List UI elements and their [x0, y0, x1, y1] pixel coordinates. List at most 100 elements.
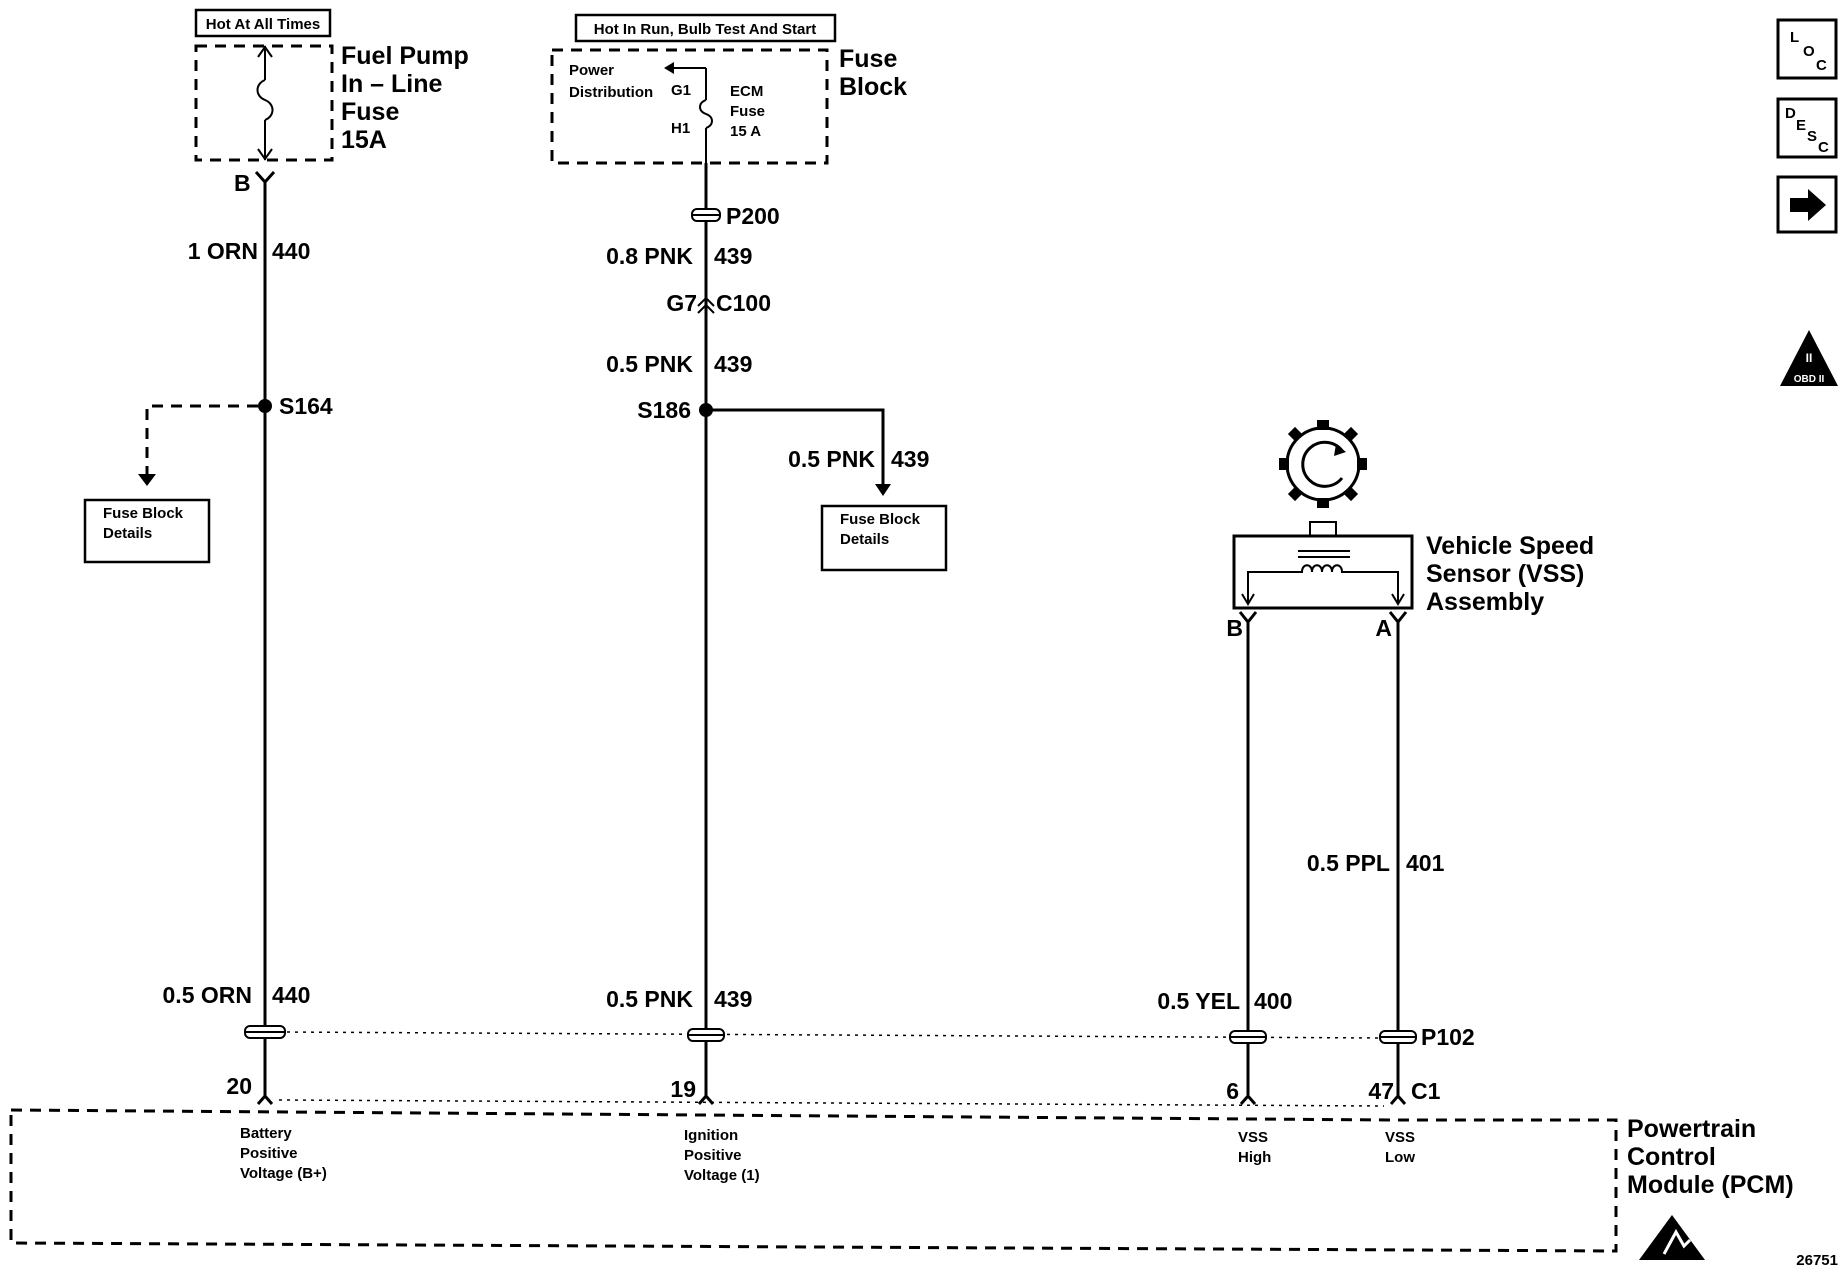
- connector-p102-pin-440: [244, 1025, 286, 1039]
- pcm-terminal-6: [1239, 1093, 1257, 1105]
- connector-p102-label: P102: [1421, 1024, 1475, 1050]
- fuse-block-details-left: [83, 498, 211, 564]
- s164-branch-arrow: [138, 474, 156, 486]
- pcm-name-3: Module (PCM): [1627, 1171, 1794, 1199]
- vss-name-2: Sensor (VSS): [1426, 560, 1584, 588]
- rotating-gear-icon: [1279, 420, 1367, 508]
- connector-p102-pin-401: [1379, 1030, 1417, 1044]
- vss-name-1: Vehicle Speed: [1426, 532, 1594, 560]
- wire-439-branch-color: 0.5 PNK: [788, 446, 875, 472]
- pcm-pin-20-number: 20: [226, 1073, 252, 1099]
- wire-440-top-circuit: 440: [272, 238, 310, 264]
- wire-439-bottom-color: 0.5 PNK: [606, 986, 693, 1012]
- connector-c100-icon: [697, 296, 715, 314]
- pcm-pin-47-number: 47: [1368, 1078, 1394, 1104]
- pcm-terminal-19: [697, 1093, 715, 1105]
- pcm-name-2: Control: [1627, 1143, 1716, 1171]
- esd-warning-icon: [1639, 1215, 1705, 1260]
- pcm-pin-47-label-1: VSS: [1385, 1129, 1415, 1146]
- wire-440-top-color: 1 ORN: [188, 238, 258, 264]
- pcm-terminal-20: [256, 1093, 274, 1105]
- pcm-pin-47-label-2: Low: [1385, 1149, 1415, 1166]
- fuel-pump-fuse-name-4: 15A: [341, 126, 387, 154]
- vss-shaft: [1309, 521, 1337, 537]
- pin-b-connector: [254, 170, 276, 185]
- vss-name-3: Assembly: [1426, 588, 1544, 616]
- connector-p200-label: P200: [726, 203, 780, 229]
- arrow-right-icon[interactable]: [1776, 175, 1838, 234]
- vss-housing: [1232, 534, 1414, 610]
- obd-ii-roman: II: [1806, 351, 1813, 365]
- fuel-pump-fuse-header-box: [194, 8, 332, 38]
- fuse-block-details-right-1: Fuse Block: [840, 511, 921, 528]
- ecm-fuse-label-2: Fuse: [730, 103, 765, 120]
- fuel-pump-fuse-name-2: In – Line: [341, 70, 443, 98]
- fuel-pump-fuse-name-1: Fuel Pump: [341, 42, 469, 70]
- fuse-block-details-right-2: Details: [840, 531, 889, 548]
- pcm-pin-19-label-3: Voltage (1): [684, 1167, 760, 1184]
- pcm-box: [9, 1108, 1618, 1253]
- splice-s164-label: S164: [279, 393, 333, 419]
- fuel-pump-fuse-pin: B: [234, 170, 251, 196]
- desc-icon[interactable]: D E S C: [1776, 97, 1838, 159]
- connector-p102-pin-439: [687, 1028, 725, 1042]
- fuse-block-pin-g1: G1: [671, 82, 691, 99]
- s164-branch-dashed: [145, 404, 258, 482]
- fuse-block-details-left-1: Fuse Block: [103, 505, 184, 522]
- ecm-fuse-label-3: 15 A: [730, 123, 761, 140]
- wire-439-a-color: 0.8 PNK: [606, 243, 693, 269]
- obd-ii-icon[interactable]: II OBD II: [1780, 330, 1838, 386]
- vss-pin-a: A: [1375, 615, 1392, 641]
- pcm-pin-19-number: 19: [670, 1076, 696, 1102]
- vss-lead-b: [1247, 571, 1290, 604]
- fuse-element-icon: [256, 79, 274, 121]
- connector-p200: [691, 208, 721, 222]
- wire-400-circuit: 400: [1254, 988, 1292, 1014]
- vss-assembly-group: Vehicle Speed Sensor (VSS) Assembly B A: [1226, 420, 1594, 641]
- wire-439-branch-circuit: 439: [891, 446, 929, 472]
- fuse-block-group: Hot In Run, Bulb Test And Start Power Di…: [550, 13, 907, 165]
- pcm-pin-6-number: 6: [1226, 1078, 1239, 1104]
- connector-c1-label: C1: [1411, 1078, 1441, 1104]
- fuse-arrow-down: [257, 148, 273, 161]
- fuel-pump-fuse-name-3: Fuse: [341, 98, 399, 126]
- loc-icon[interactable]: L O C: [1776, 18, 1838, 80]
- figure-number: 26751: [1796, 1252, 1838, 1269]
- fuse-block-header: Hot In Run, Bulb Test And Start: [594, 21, 816, 38]
- loc-icon-letter-2: O: [1803, 43, 1815, 60]
- splice-s164-dot: [258, 399, 272, 413]
- wire-401-color: 0.5 PPL: [1307, 850, 1390, 876]
- vss-coil-icon: [1290, 564, 1356, 573]
- vss-pin-a-connector: [1388, 611, 1408, 625]
- fuse-block-box: [550, 48, 829, 165]
- fuse-block-details-left-2: Details: [103, 525, 152, 542]
- fuel-pump-fuse-header: Hot At All Times: [206, 16, 320, 33]
- connector-c100-pin: G7: [666, 290, 697, 316]
- desc-icon-letter-4: C: [1818, 139, 1829, 156]
- fuse-block-details-right: [820, 504, 948, 572]
- fuse-block-name-2: Block: [839, 73, 907, 101]
- pcm-pin-6-label-2: High: [1238, 1149, 1271, 1166]
- wire-439-b-circuit: 439: [714, 351, 752, 377]
- ecm-fuse-element-icon: [699, 99, 713, 129]
- loc-icon-letter-1: L: [1790, 29, 1799, 46]
- wire-439-bottom-circuit: 439: [714, 986, 752, 1012]
- pcm-pin-19-label-2: Positive: [684, 1147, 742, 1164]
- ecm-fuse-label-1: ECM: [730, 83, 763, 100]
- wire-439-b-color: 0.5 PNK: [606, 351, 693, 377]
- connector-c1-link: [278, 1099, 1385, 1107]
- vss-lead-a-arrow: [1391, 593, 1405, 606]
- s186-branch-wire: [706, 408, 885, 492]
- vss-pin-b: B: [1226, 615, 1243, 641]
- wire-401-circuit: 401: [1406, 850, 1445, 876]
- fuel-pump-fuse-group: Hot At All Times Fuel Pump In – Line Fus…: [194, 8, 469, 196]
- s186-branch-arrow: [875, 484, 891, 496]
- desc-icon-letter-2: E: [1796, 117, 1806, 134]
- connector-c100-label: C100: [716, 290, 771, 316]
- fuse-block-header-box: [574, 13, 837, 43]
- pcm-terminal-47: [1389, 1093, 1407, 1105]
- wire-439-a-circuit: 439: [714, 243, 752, 269]
- vss-lead-b-arrow: [1241, 593, 1255, 606]
- loc-icon-letter-3: C: [1816, 57, 1827, 74]
